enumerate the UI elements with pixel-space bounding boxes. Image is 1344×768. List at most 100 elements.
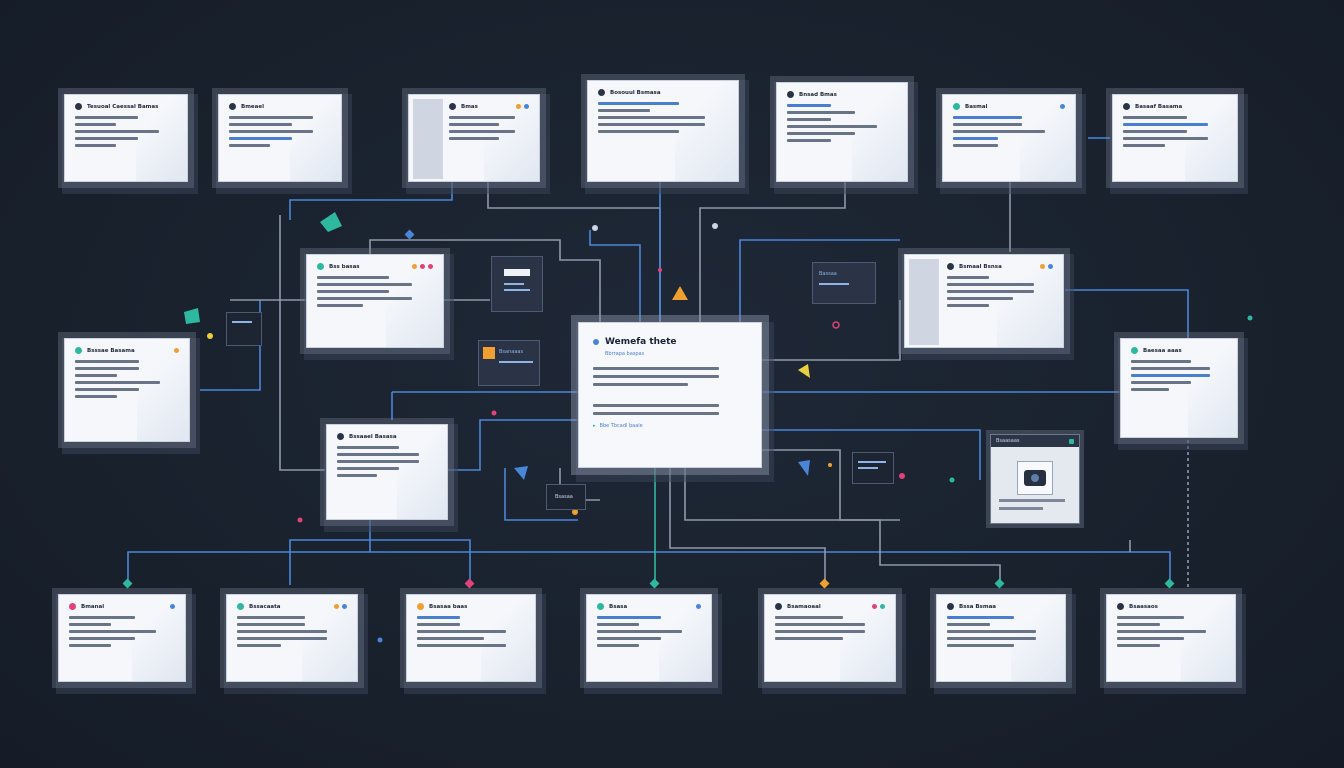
- mini-bar: [504, 283, 524, 285]
- junction-marker: [819, 578, 830, 589]
- text-line: [75, 381, 161, 384]
- node-icon: [1131, 347, 1138, 354]
- text-line: [593, 367, 720, 370]
- text-line: [449, 116, 515, 119]
- text-line: [317, 290, 389, 293]
- text-line: [69, 637, 135, 640]
- card-title: Bmanal: [81, 603, 105, 610]
- central-node[interactable]: Wemefa thete Bbrrapa baspas ▸Bbe Tbcadl …: [578, 322, 762, 468]
- junction-marker: [464, 578, 475, 589]
- card-title: Basaaf Basama: [1135, 103, 1183, 110]
- warning-triangle-icon: [672, 286, 688, 300]
- text-line: [69, 630, 156, 633]
- bottom-card-1[interactable]: Bmanal: [58, 594, 186, 682]
- bottom-card-6[interactable]: Bssa Bsmaa: [936, 594, 1066, 682]
- text-line: [75, 123, 116, 126]
- central-link[interactable]: ▸Bbe Tbcadl baale: [593, 423, 747, 429]
- node-icon: [337, 433, 344, 440]
- text-line: [597, 616, 662, 619]
- text-line: [1117, 644, 1161, 647]
- card-title: Baesaa aaas: [1143, 347, 1182, 354]
- mini-node-3[interactable]: Bassaa: [812, 262, 876, 304]
- text-line: [317, 297, 413, 300]
- connector: [1065, 289, 1189, 340]
- text-line: [947, 630, 1036, 633]
- dot-marker: [712, 223, 718, 229]
- card-title: Bsssae Basama: [87, 347, 135, 354]
- viewer-node[interactable]: Bsaasaas: [990, 434, 1080, 524]
- mini-bar: [499, 361, 533, 363]
- node-icon: [229, 103, 236, 110]
- text-line: [417, 637, 484, 640]
- junction-marker: [1164, 578, 1175, 589]
- text-line: [237, 616, 306, 619]
- node-icon: [953, 103, 960, 110]
- viewer-thumbnail[interactable]: [1017, 461, 1053, 495]
- text-line: [237, 623, 306, 626]
- text-line: [598, 116, 705, 119]
- junction-marker: [122, 578, 133, 589]
- text-line: [75, 367, 140, 370]
- text-line: [237, 630, 328, 633]
- mini-node-5[interactable]: [226, 312, 262, 346]
- card-title: Bmeael: [241, 103, 264, 110]
- bottom-card-2[interactable]: Bssacaata: [226, 594, 358, 682]
- dot-marker: [207, 333, 213, 339]
- text-line: [69, 623, 112, 626]
- mini-bar: [858, 467, 878, 469]
- text-line: [75, 130, 159, 133]
- middle-card-1[interactable]: Bss basas: [306, 254, 444, 348]
- viewer-title: Bsaasaas: [996, 438, 1020, 444]
- bottom-card-3[interactable]: Bsasaa baas: [406, 594, 536, 682]
- text-line: [449, 123, 499, 126]
- node-icon: [775, 603, 782, 610]
- text-line: [787, 111, 856, 114]
- node-icon: [598, 89, 605, 96]
- connector: [289, 539, 471, 585]
- dot-marker: [592, 225, 598, 231]
- top-card-5[interactable]: Bnsad Bmas: [776, 82, 908, 182]
- text-line: [947, 623, 991, 626]
- text-line: [999, 499, 1065, 502]
- shape-marker: [184, 308, 200, 324]
- mini-node-1[interactable]: [491, 256, 543, 312]
- connector: [739, 239, 900, 322]
- shape-marker: [320, 212, 342, 232]
- connector: [289, 182, 453, 220]
- text-line: [317, 276, 389, 279]
- middle-card-5[interactable]: Baesaa aaas: [1120, 338, 1238, 438]
- text-line: [417, 623, 461, 626]
- node-icon: [69, 603, 76, 610]
- text-line: [597, 630, 683, 633]
- bottom-card-4[interactable]: Bsasa: [586, 594, 712, 682]
- connector: [762, 429, 981, 480]
- text-line: [947, 616, 1014, 619]
- middle-card-3[interactable]: Bssaael Basasa: [326, 424, 448, 520]
- mini-node-6[interactable]: [852, 452, 894, 484]
- top-card-2[interactable]: Bmeael: [218, 94, 342, 182]
- node-icon: [1123, 103, 1130, 110]
- middle-card-4[interactable]: Bsmaal Bsnsa: [904, 254, 1064, 348]
- bottom-card-5[interactable]: Bsamaoaal: [764, 594, 896, 682]
- top-card-3[interactable]: Bmas: [408, 94, 540, 182]
- text-line: [953, 144, 998, 147]
- central-title: Wemefa thete: [605, 337, 677, 347]
- junction-marker: [404, 229, 415, 240]
- top-card-1[interactable]: Tesuoal Caessal Bamas: [64, 94, 188, 182]
- text-line: [598, 123, 705, 126]
- node-icon: [237, 603, 244, 610]
- middle-card-2[interactable]: Bsssae Basama: [64, 338, 190, 442]
- top-card-7[interactable]: Basaaf Basama: [1112, 94, 1238, 182]
- text-line: [597, 637, 662, 640]
- mini-node-2[interactable]: Bsanaaas: [478, 340, 540, 386]
- dot-marker: [899, 473, 905, 479]
- junction-marker: [994, 578, 1005, 589]
- top-card-6[interactable]: Basmal: [942, 94, 1076, 182]
- text-line: [337, 453, 419, 456]
- mini-node-4[interactable]: Bsasaa: [546, 484, 586, 510]
- top-card-4[interactable]: Bosouul Bsmasa: [587, 80, 739, 182]
- text-line: [1117, 623, 1161, 626]
- connector: [504, 468, 578, 521]
- bottom-card-7[interactable]: Bsaasaos: [1106, 594, 1236, 682]
